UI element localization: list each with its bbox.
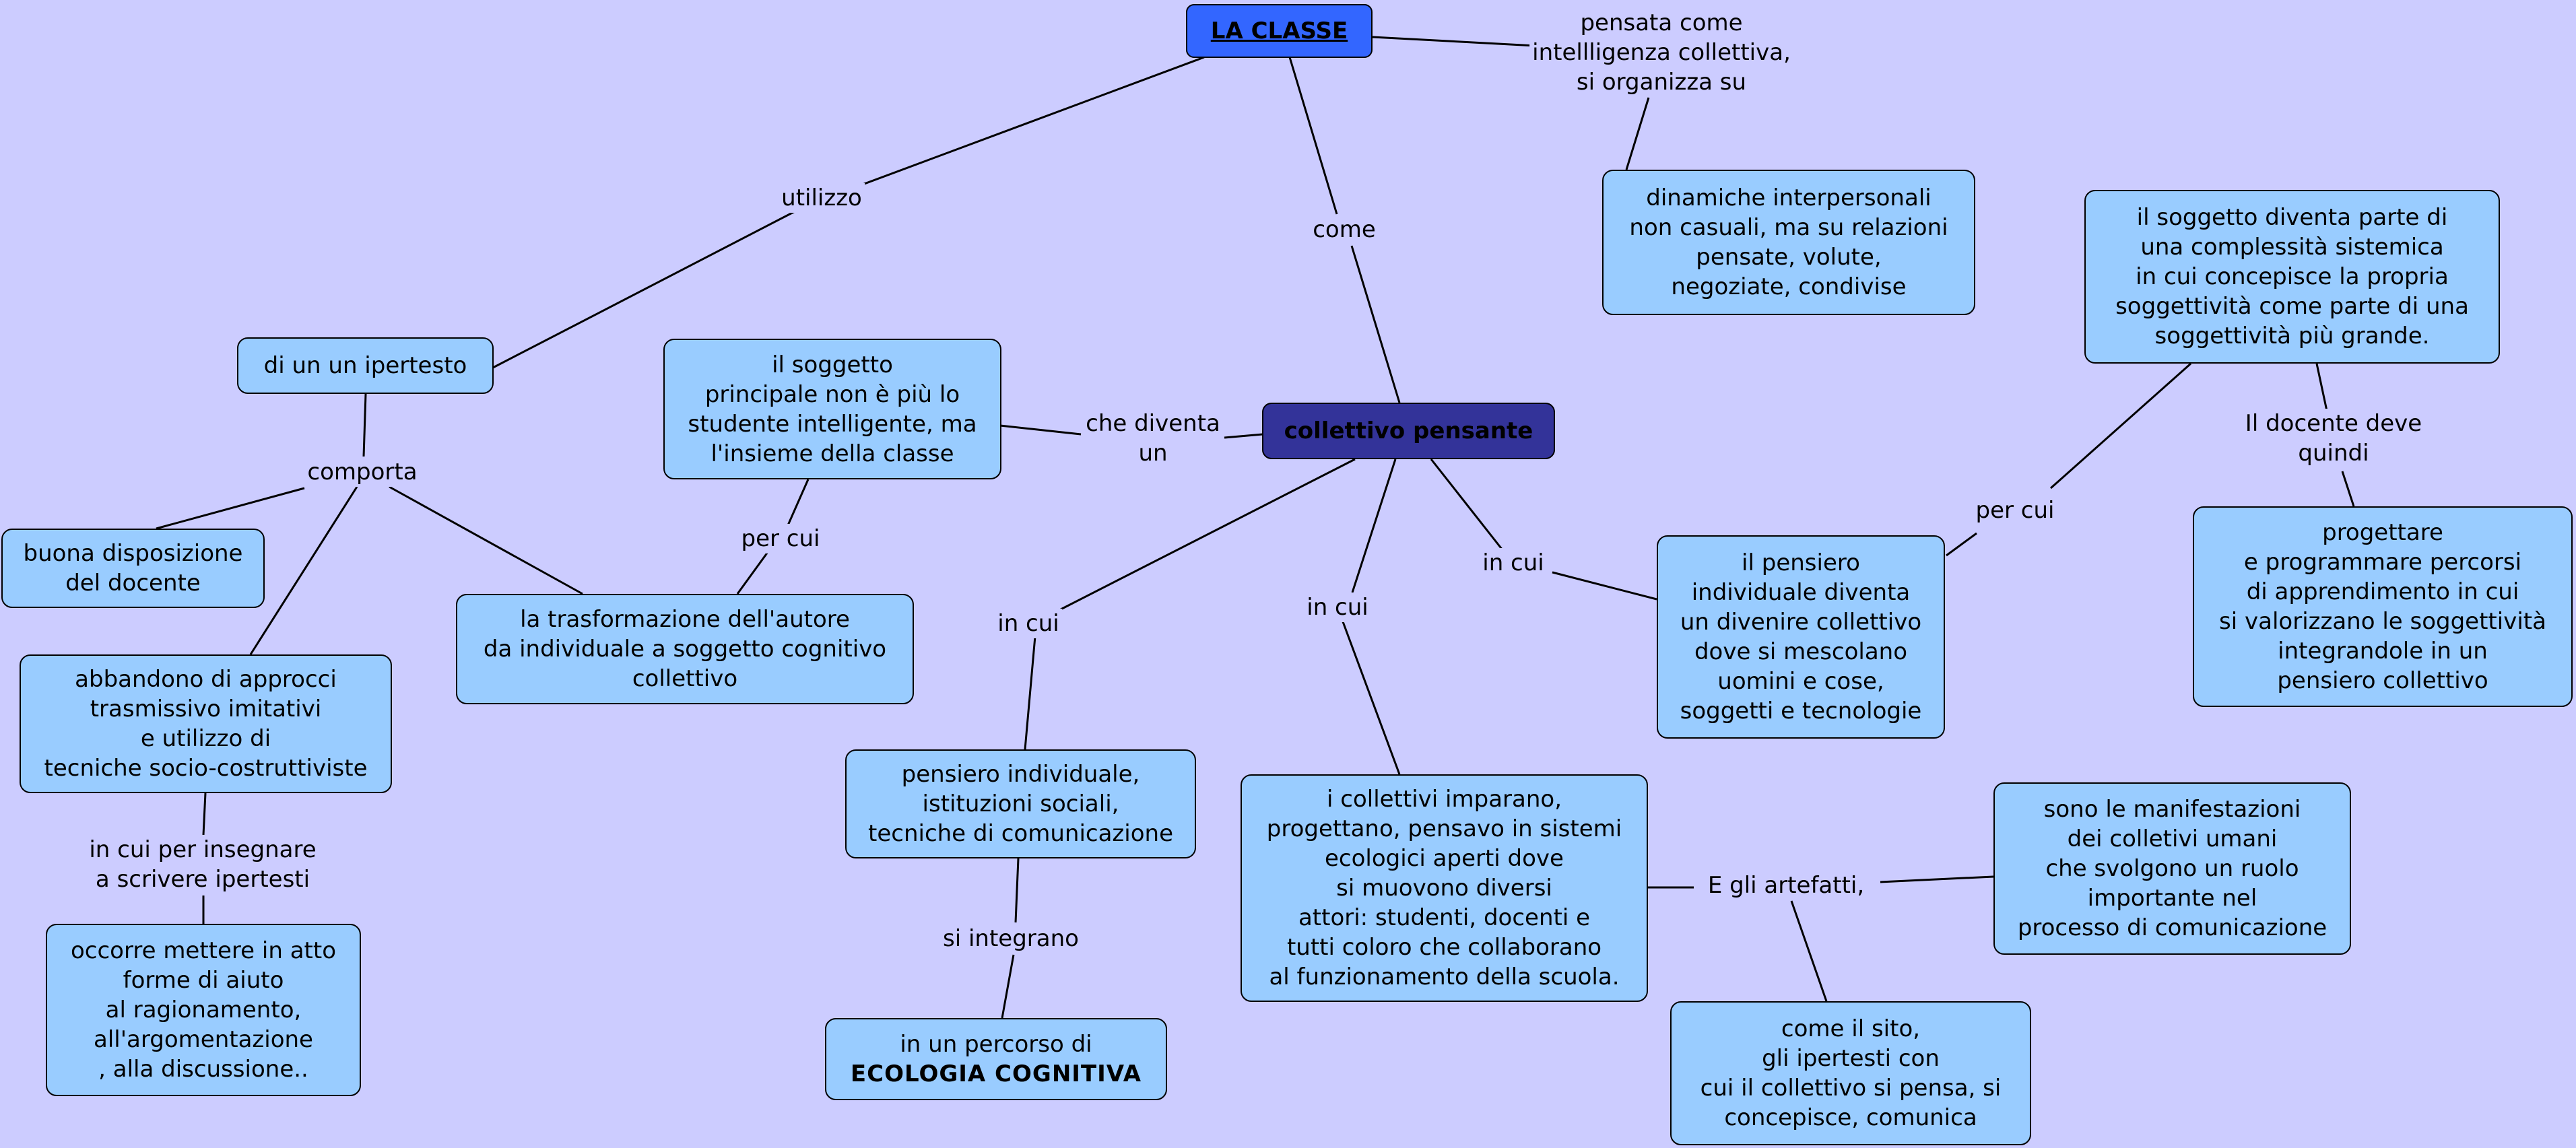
node-pensiero-collettivo[interactable]: il pensiero individuale diventa un diven…: [1657, 535, 1945, 739]
node-percorso-text: in un percorso di: [900, 1031, 1092, 1058]
edge-incuib-collettivi: [1340, 617, 1401, 775]
node-occorre[interactable]: occorre mettere in atto forme di aiuto a…: [46, 924, 361, 1096]
link-label-insegnare: in cui per insegnare a scrivere ipertest…: [86, 835, 319, 894]
edge-comporta-buona: [156, 487, 305, 530]
node-collettivi-imparano[interactable]: i collettivi imparano, progettano, pensa…: [1241, 774, 1648, 1002]
edge-root-come: [1288, 57, 1338, 215]
link-label-pensata: pensata come intellligenza collettiva, s…: [1529, 8, 1793, 97]
node-buona-disposizione[interactable]: buona disposizione del docente: [1, 529, 265, 608]
edge-center-incuia: [1060, 458, 1356, 611]
edge-pensata-dinamiche: [1625, 97, 1650, 170]
node-trasformazione[interactable]: la trasformazione dell'autore da individ…: [456, 594, 914, 704]
edge-comporta-abbandono: [249, 486, 358, 655]
link-label-artefatti: E gli artefatti,: [1705, 871, 1868, 900]
node-progettare[interactable]: progettare e programmare percorsi di app…: [2193, 506, 2573, 707]
link-label-in-cui-a: in cui: [995, 609, 1062, 638]
node-ipertesto[interactable]: di un un ipertesto: [237, 337, 494, 394]
edge-utilizzo-ipertesto: [492, 206, 803, 369]
node-la-classe[interactable]: LA CLASSE: [1186, 4, 1373, 58]
edge-ipertesto-comporta: [362, 393, 367, 457]
edge-pensiero-integrano: [1014, 858, 1020, 923]
node-collettivo-pensante[interactable]: collettivo pensante: [1262, 403, 1555, 459]
edge-artefatti-manifestazioni: [1880, 875, 1994, 883]
node-abbandono[interactable]: abbandono di approcci trasmissivo imitat…: [20, 654, 392, 793]
edge-percuia-trasformazione: [736, 551, 769, 595]
node-ecologia-cognitiva[interactable]: in un percorso di ECOLOGIA COGNITIVA: [825, 1018, 1167, 1100]
link-label-in-cui-c: in cui: [1480, 548, 1547, 578]
link-label-si-integrano: si integrano: [940, 924, 1082, 953]
edge-incuic-pensierocoll: [1552, 571, 1657, 601]
edge-soggetto-chediventa: [999, 424, 1082, 436]
link-label-per-cui-a: per cui: [738, 524, 823, 553]
link-label-per-cui-b: per cui: [1973, 496, 2057, 525]
edge-docente-progettare: [2341, 471, 2355, 507]
node-sito[interactable]: come il sito, gli ipertesti con cui il c…: [1670, 1001, 2031, 1145]
link-label-che-diventa: che diventa un: [1083, 409, 1223, 468]
edge-center-incuic: [1430, 459, 1505, 551]
edge-incuia-pensiero: [1024, 636, 1036, 750]
edge-come-center: [1350, 245, 1401, 403]
node-pensiero-individuale[interactable]: pensiero individuale, istituzioni social…: [845, 749, 1196, 858]
edge-chediventa-center: [1224, 433, 1263, 439]
edge-artefatti-sito: [1790, 900, 1828, 1002]
link-label-docente-deve: Il docente deve quindi: [2242, 409, 2425, 468]
edge-abbandono-insegnare: [202, 792, 207, 836]
edge-comporta-trasformazione: [389, 485, 583, 595]
link-label-comporta: comporta: [304, 457, 420, 487]
edge-root-pensata: [1372, 36, 1536, 47]
edge-pensierocoll-percuib: [1946, 532, 1977, 557]
edge-soggetto-percuia: [787, 479, 810, 526]
edge-root-utilizzo: [855, 56, 1205, 189]
edge-sistemica-docente: [2315, 363, 2328, 411]
link-label-come: come: [1310, 215, 1379, 244]
link-label-utilizzo: utilizzo: [779, 183, 865, 213]
node-ecologia-text: ECOLOGIA COGNITIVA: [850, 1060, 1142, 1087]
node-manifestazioni[interactable]: sono le manifestazioni dei colletivi uma…: [1993, 782, 2351, 955]
edge-integrano-percorso: [1001, 954, 1015, 1019]
edge-percuib-sistemica: [2050, 362, 2191, 489]
node-soggetto-principale[interactable]: il soggetto principale non è più lo stud…: [663, 339, 1001, 479]
node-soggetto-sistemica[interactable]: il soggetto diventa parte di una comples…: [2084, 190, 2500, 364]
link-label-in-cui-b: in cui: [1304, 593, 1371, 622]
node-dinamiche-interpersonali[interactable]: dinamiche interpersonali non casuali, ma…: [1602, 170, 1975, 315]
edge-center-incuib: [1351, 459, 1397, 593]
